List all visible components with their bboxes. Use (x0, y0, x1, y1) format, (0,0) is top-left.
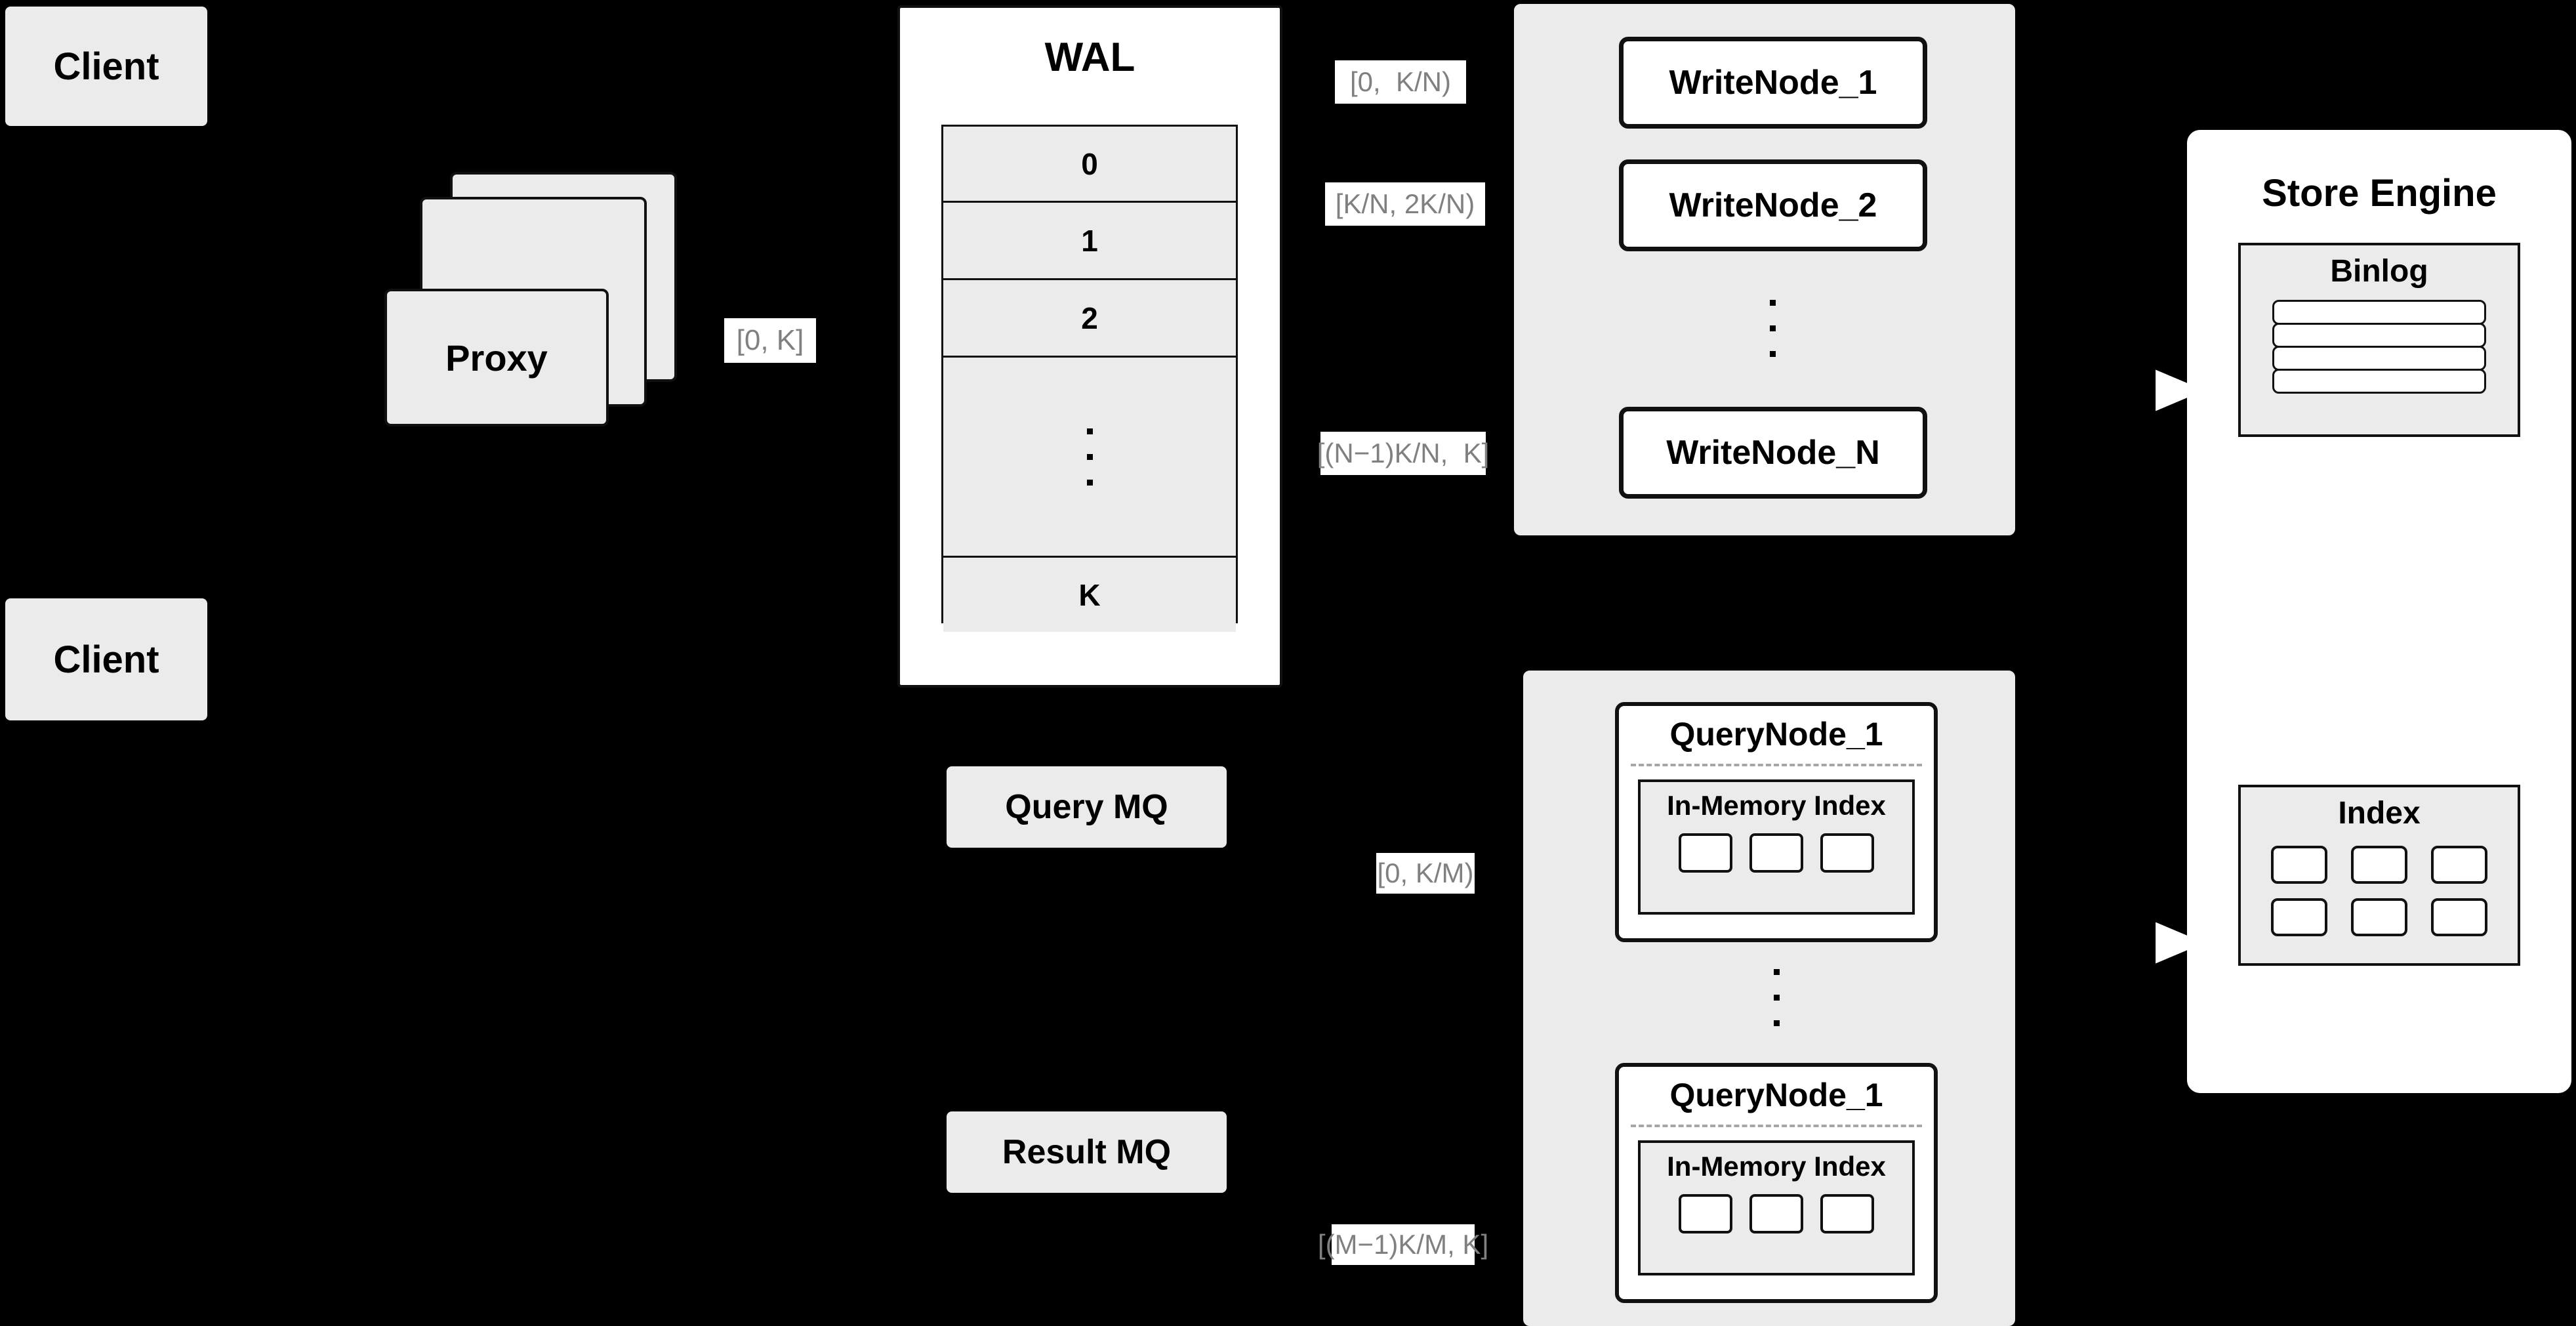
binlog-row[interactable] (2272, 346, 2486, 371)
index-cell[interactable] (2431, 898, 2487, 936)
wal-row[interactable]: 0 (943, 127, 1236, 203)
wal-title: WAL (1044, 35, 1135, 80)
wal-table: 0 1 2 K (941, 125, 1238, 632)
index-cell[interactable] (2271, 898, 2327, 936)
binlog-row[interactable] (2272, 369, 2486, 394)
index-cell[interactable] (1679, 833, 1732, 873)
in-memory-index-cells (1641, 1194, 1912, 1233)
query-mq-box[interactable]: Query MQ (947, 766, 1227, 848)
query-node-ellipsis-icon (1757, 945, 1796, 1050)
write-node-1[interactable]: WriteNode_1 (1619, 37, 1927, 129)
write-node-2-range-label: [K/N, 2K/N) (1325, 182, 1485, 226)
binlog-row[interactable] (2272, 300, 2486, 325)
binlog-row[interactable] (2272, 323, 2486, 348)
wal-row[interactable]: K (943, 558, 1236, 632)
proxy-range-label: [0, K] (724, 318, 816, 363)
index-cell[interactable] (1820, 833, 1874, 873)
query-node-title: QueryNode_1 (1669, 716, 1883, 753)
binlog-rows (2272, 300, 2486, 394)
query-node-divider (1631, 764, 1922, 766)
query-node-1[interactable]: QueryNode_1 In-Memory Index (1615, 702, 1938, 942)
wal-row[interactable]: 2 (943, 280, 1236, 358)
index-cell[interactable] (1820, 1194, 1874, 1233)
index-box: Index (2238, 785, 2520, 966)
client-box-1[interactable]: Client (5, 7, 207, 126)
index-cell[interactable] (2351, 846, 2407, 884)
wal-row-ellipsis (943, 358, 1236, 558)
wal-container: WAL 0 1 2 K (897, 5, 1282, 688)
index-cell[interactable] (1679, 1194, 1732, 1233)
index-cell[interactable] (1749, 833, 1803, 873)
in-memory-index-title: In-Memory Index (1667, 790, 1886, 821)
index-cell[interactable] (2271, 846, 2327, 884)
store-engine-title: Store Engine (2262, 172, 2497, 215)
query-node-title: QueryNode_1 (1669, 1077, 1883, 1113)
in-memory-index-box: In-Memory Index (1638, 779, 1915, 915)
proxy-label: Proxy (445, 337, 548, 379)
index-cell[interactable] (1749, 1194, 1803, 1233)
index-cell[interactable] (2351, 898, 2407, 936)
wal-row[interactable]: 1 (943, 203, 1236, 280)
client-label: Client (53, 638, 159, 681)
query-node-divider (1631, 1125, 1922, 1127)
index-grid (2259, 846, 2499, 936)
client-label: Client (53, 45, 159, 88)
index-cell[interactable] (2431, 846, 2487, 884)
write-node-1-range-label: [0, K/N) (1335, 60, 1466, 104)
query-node-m-range-label: [(M−1)K/M, K] (1318, 1224, 1488, 1265)
write-node-n-range-label: [(N−1)K/N, K] (1317, 432, 1489, 475)
write-node-2[interactable]: WriteNode_2 (1619, 159, 1927, 251)
binlog-title: Binlog (2330, 254, 2428, 289)
result-mq-box[interactable]: Result MQ (947, 1111, 1227, 1193)
in-memory-index-cells (1641, 833, 1912, 873)
in-memory-index-title: In-Memory Index (1667, 1151, 1886, 1182)
client-box-2[interactable]: Client (5, 598, 207, 720)
vertical-ellipsis-icon (1086, 428, 1093, 486)
store-engine-box: Store Engine Binlog Index (2187, 130, 2571, 1093)
write-node-ellipsis-icon (1753, 276, 1792, 381)
index-title: Index (2338, 796, 2421, 831)
binlog-box: Binlog (2238, 243, 2520, 437)
in-memory-index-box: In-Memory Index (1638, 1140, 1915, 1275)
query-node-m[interactable]: QueryNode_1 In-Memory Index (1615, 1063, 1938, 1303)
write-node-n[interactable]: WriteNode_N (1619, 407, 1927, 499)
proxy-box[interactable]: Proxy (384, 289, 609, 426)
query-node-1-range-label: [0, K/M) (1376, 853, 1475, 894)
